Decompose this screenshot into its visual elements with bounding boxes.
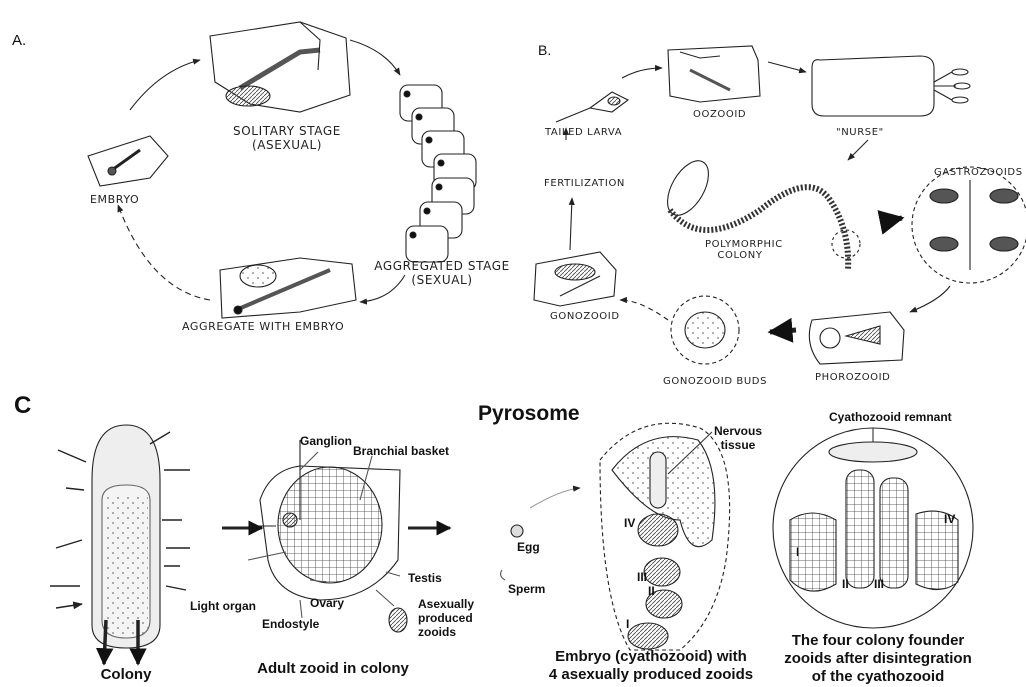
panel-label-a: A. — [12, 32, 26, 49]
oozooid-drawing — [668, 46, 760, 102]
numeral-i-embryo: I — [626, 617, 629, 631]
numeral-iv-embryo: IV — [624, 516, 635, 530]
numeral-iv-founders: IV — [944, 512, 955, 526]
numeral-iii-founders: III — [874, 577, 884, 591]
label-light-organ: Light organ — [190, 599, 256, 613]
label-ganglion: Ganglion — [300, 434, 352, 448]
label-aggregate-with-embryo: AGGREGATE WITH EMBRYO — [182, 320, 344, 333]
panel-label-c: C — [14, 392, 31, 420]
label-sperm: Sperm — [508, 582, 545, 596]
gonozooid-drawing — [534, 252, 616, 306]
label-gonozooid-buds: GONOZOOID BUDS — [663, 376, 767, 387]
solitary-stage-drawing — [210, 22, 350, 112]
aggregated-chain-drawing — [400, 85, 476, 262]
pyrosome-title: Pyrosome — [478, 402, 580, 426]
numeral-iii-embryo: III — [637, 570, 647, 584]
label-embryo: EMBRYO — [90, 193, 139, 206]
numeral-ii-founders: II — [842, 577, 849, 591]
label-phorozooid: PHOROZOOID — [815, 372, 890, 383]
cyathozooid-embryo-drawing — [600, 423, 730, 650]
label-fertilization: FERTILIZATION — [544, 178, 625, 189]
label-branchial-basket: Branchial basket — [353, 444, 449, 458]
label-gastrozooids: GASTROZOOIDS — [934, 167, 1023, 178]
aggregate-with-embryo-drawing — [220, 258, 356, 318]
colony-drawing — [50, 425, 190, 664]
numeral-ii-embryo: II — [648, 584, 655, 598]
egg-sperm-drawing — [501, 488, 580, 580]
panel-c-pyrosome — [50, 423, 973, 664]
label-cyathozooid-remnant: Cyathozooid remnant — [829, 410, 952, 424]
label-oozooid: OOZOOID — [693, 109, 746, 120]
label-tailed-larva: TAILED LARVA — [545, 127, 622, 138]
label-solitary-stage: SOLITARY STAGE(ASEXUAL) — [222, 124, 352, 152]
label-ovary: Ovary — [310, 596, 344, 610]
label-egg: Egg — [517, 540, 540, 554]
tailed-larva-drawing — [556, 92, 628, 122]
label-endostyle: Endostyle — [262, 617, 319, 631]
phorozooid-drawing — [809, 312, 904, 364]
label-aggregated-stage: AGGREGATED STAGE(SEXUAL) — [372, 259, 512, 287]
four-founders-drawing — [773, 428, 973, 628]
label-colony: Colony — [86, 666, 166, 684]
numeral-i-founders: I — [796, 545, 799, 559]
label-nurse: "NURSE" — [836, 127, 884, 138]
gonozooid-buds-drawing — [671, 296, 739, 364]
gastrozooids-drawing — [912, 167, 1026, 283]
caption-adult-zooid: Adult zooid in colony — [248, 660, 418, 678]
panel-label-b: B. — [538, 42, 551, 58]
nurse-drawing — [812, 56, 970, 116]
embryo-drawing — [88, 136, 168, 186]
label-testis: Testis — [408, 571, 442, 585]
label-gonozooid: GONOZOOID — [550, 311, 620, 322]
